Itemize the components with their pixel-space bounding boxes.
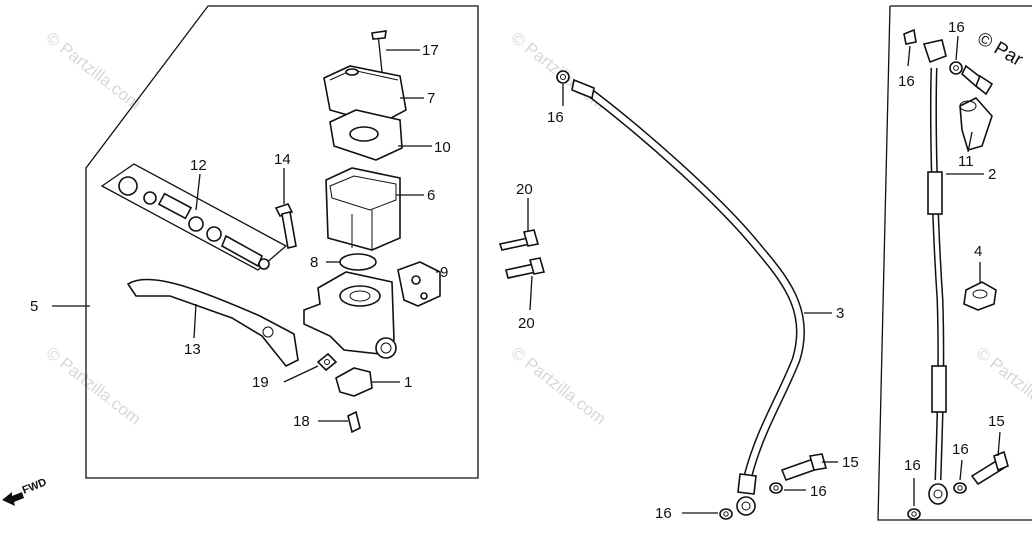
callout-2: 2 [988,166,996,183]
callout-16b: 16 [810,483,827,500]
part-17-screw[interactable] [371,30,387,73]
part-16-washer-mid-lower[interactable] [719,508,733,520]
part-20-bolt-upper[interactable] [498,229,540,251]
part-18-screw[interactable] [347,410,361,434]
callout-4: 4 [974,243,982,260]
part-7-reservoir-cap[interactable] [323,65,407,125]
part-14-pivot-bolt[interactable] [274,203,297,249]
callout-16c: 16 [655,505,672,522]
callout-13: 13 [184,341,201,358]
callout-8: 8 [310,254,318,271]
callout-10: 10 [434,139,451,156]
callout-20a: 20 [516,181,533,198]
callout-7: 7 [427,90,435,107]
part-16-washer-right-d[interactable] [907,508,921,520]
part-10-diaphragm[interactable] [329,109,403,161]
part-13-brake-lever[interactable] [126,278,299,368]
callout-5: 5 [30,298,38,315]
master-cylinder-frame [85,5,479,479]
right-leader-lines [907,35,1001,506]
callout-11: 11 [958,153,974,170]
callout-19: 19 [252,374,269,391]
watermark-edge: © Par [974,28,1027,71]
part-15-bolt-right-bottom[interactable] [970,450,1009,486]
callout-3: 3 [836,305,844,322]
part-19-washer[interactable] [316,352,338,372]
callout-1: 1 [404,374,412,391]
callout-16g: 16 [904,457,921,474]
callout-18: 18 [293,413,310,430]
part-6-reservoir[interactable] [325,167,401,251]
callout-labels: 17 7 10 6 8 9 1 19 18 14 12 13 5 16 20 2… [30,19,1005,522]
callout-14: 14 [274,151,291,168]
part-16-washer-right-b[interactable] [949,61,963,75]
part-3-brake-hose[interactable] [571,78,805,516]
callout-15a: 15 [842,454,859,471]
part-4-clamp[interactable] [963,281,997,311]
callout-17: 17 [422,42,439,59]
part-12-piston-kit[interactable] [100,163,288,271]
part-16-washer-right-c[interactable] [953,482,967,494]
part-11-boot[interactable] [959,97,993,151]
part-16-washer-mid-bottom[interactable] [769,482,783,494]
callout-12: 12 [190,157,207,174]
part-15-banjo-bolt-mid[interactable] [780,453,828,482]
watermark-1: © Partzilla.com [43,28,145,114]
part-20-bolt-lower[interactable] [505,257,546,279]
watermark-4: © Partzilla.com [508,343,610,429]
part-16-washer-mid-top[interactable] [556,70,570,84]
part-16-washer-right-top[interactable] [903,28,917,45]
watermark-3: © Partzilla.com [43,343,145,429]
part-8-o-ring[interactable] [339,253,377,271]
callout-16a: 16 [547,109,564,126]
callout-6: 6 [427,187,435,204]
fwd-label: FWD [21,476,49,497]
callout-16f: 16 [952,441,969,458]
left-leader-lines [52,49,438,422]
callout-16d: 16 [948,19,965,36]
master-cylinder-body[interactable] [303,271,397,359]
hose-frame [877,5,1032,521]
callout-16e: 16 [898,73,915,90]
part-2-brake-hose[interactable] [922,39,948,505]
callout-20b: 20 [518,315,535,332]
fwd-arrow: FWD [2,476,48,506]
callout-9: 9 [440,264,448,281]
part-9-bracket[interactable] [397,261,441,307]
part-15-bolt-right-top[interactable] [961,64,994,96]
middle-leader-lines [527,84,838,514]
part-1-switch[interactable] [335,367,373,397]
callout-15b: 15 [988,413,1005,430]
